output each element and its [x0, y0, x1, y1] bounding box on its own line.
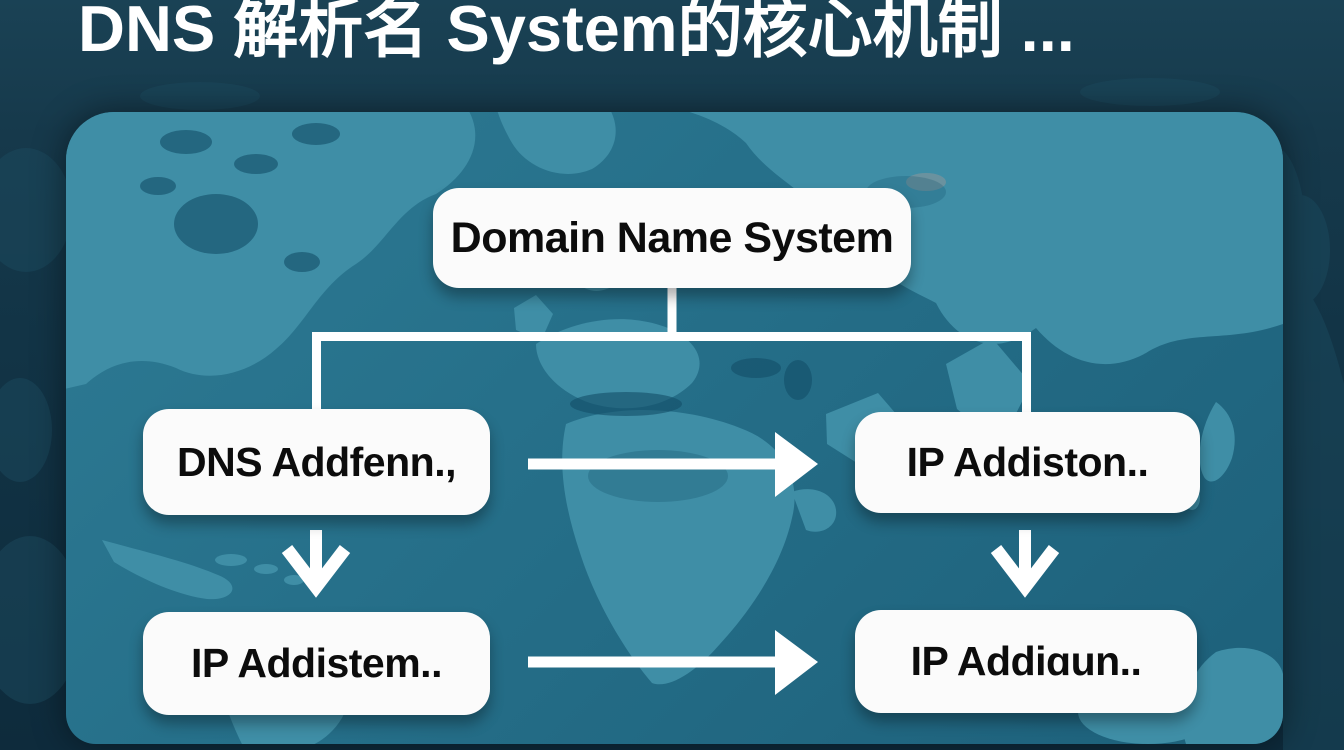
node-label: IP Addiston.. — [906, 439, 1149, 485]
node-label: Domain Name System — [450, 213, 894, 262]
node-domain-name-system: Domain Name System — [433, 188, 911, 288]
tree-connector — [312, 286, 1031, 414]
node-dns-address: DNS Addfenn., — [143, 409, 490, 515]
node-label: IP Addiɑun.. — [910, 638, 1142, 684]
node-label: IP Addistem.. — [191, 640, 442, 686]
arrow-down-icon — [990, 530, 1060, 598]
node-label: DNS Addfenn., — [177, 438, 456, 485]
arrow-right-icon — [528, 432, 818, 497]
page-title: DNS 解析名 System的核心机制 ... — [78, 0, 1075, 65]
node-ip-address-1: IP Addiston.. — [855, 412, 1200, 513]
arrow-down-icon — [281, 530, 351, 598]
node-ip-address-3: IP Addiɑun.. — [855, 610, 1197, 713]
arrow-right-icon — [528, 630, 818, 695]
node-ip-address-2: IP Addistem.. — [143, 612, 490, 715]
